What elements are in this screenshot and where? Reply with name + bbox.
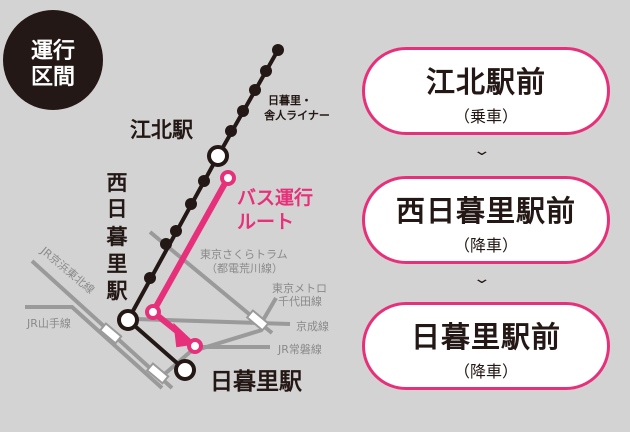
stop-card-nippori: 日暮里駅前 （降車） [362, 302, 610, 390]
chiyoda-label-2: 千代田線 [278, 294, 322, 308]
joban-label: JR常磐線 [277, 342, 322, 356]
station-kohoku-marker [207, 145, 229, 167]
keisei-label: 京成線 [296, 319, 329, 333]
liner-label-2: 舎人ライナー [264, 108, 330, 122]
yamanote-label: JR山手線 [26, 316, 71, 330]
stop-note: （降車） [453, 362, 518, 381]
nippori-toneri-liner-line [125, 49, 280, 372]
bus-route-arrow-icon [173, 322, 197, 348]
keihin-tohoku-line [30, 259, 174, 390]
sakura-tram-label-2: （都電荒川線） [206, 261, 283, 275]
stop-name: 江北駅前 [425, 65, 546, 99]
chevron-down-icon: ⌄ [472, 271, 492, 287]
bus-stop-kohoku [220, 170, 236, 186]
stop-card-kohoku: 江北駅前 （乗車） [362, 47, 610, 135]
label-char: 里 [107, 252, 128, 276]
chiyoda-label-1: 東京メトロ [272, 281, 327, 295]
bus-route-label-1: バス運行 [237, 186, 313, 209]
bus-stop-nishi-nippori [145, 304, 161, 320]
stop-name: 日暮里駅前 [410, 320, 561, 354]
stop-name: 西日暮里駅前 [395, 194, 576, 228]
stop-note: （乗車） [453, 107, 518, 126]
badge [3, 10, 103, 110]
badge-line2: 区間 [31, 65, 75, 90]
stop-card-nishi-nippori: 西日暮里駅前 （降車） [362, 176, 610, 264]
keihin-tohoku-label: JR京浜東北線 [37, 243, 97, 297]
liner-label-1: 日暮里・ [268, 93, 312, 107]
stop-note: （降車） [453, 236, 518, 255]
bus-route-label-2: ルート [237, 211, 294, 233]
label-char: 西 [107, 171, 128, 195]
label-char: 暮 [106, 225, 129, 249]
station-nippori-label: 日暮里駅 [210, 369, 302, 395]
station-kohoku-label: 江北駅 [130, 118, 194, 142]
badge-line1: 運行 [31, 38, 75, 64]
bus-stop-nippori [187, 338, 203, 354]
liner-intermediate-stations [144, 44, 284, 284]
sakura-tram-label-1: 東京さくらトラム [200, 247, 288, 261]
label-char: 駅 [107, 279, 129, 303]
yamanote-line [25, 305, 164, 390]
chevron-down-icon: ⌄ [472, 143, 492, 159]
station-nishi-nippori-marker [117, 309, 139, 331]
label-char: 日 [107, 197, 128, 221]
station-nippori-marker [174, 359, 196, 381]
crossing-markers [98, 309, 270, 385]
station-nishi-nippori-label: 西 日 暮 里 駅 [106, 171, 129, 303]
chiyoda-line [260, 296, 278, 324]
